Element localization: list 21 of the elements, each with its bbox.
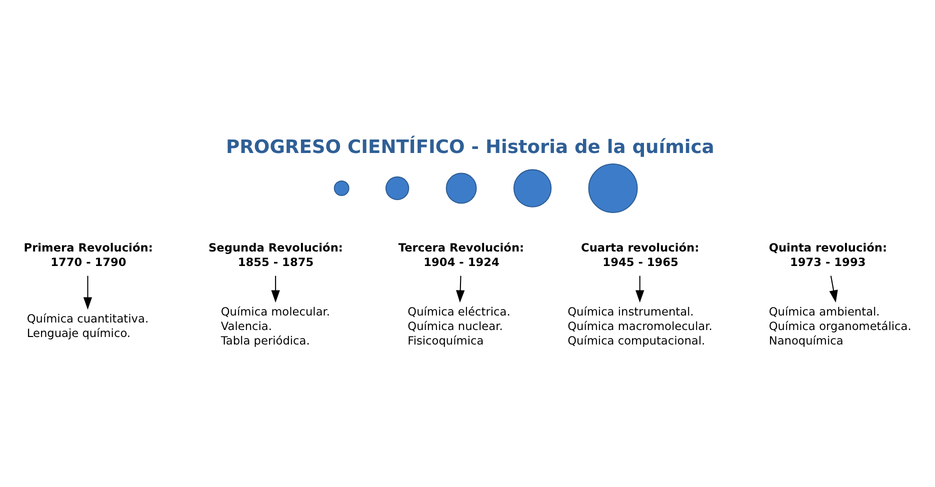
node-text: Química ambiental. Química organometálica. Nanoquímica <box>768 304 912 347</box>
node-text: Química eléctrica. Química nuclear. Fisicoquímica <box>408 304 510 347</box>
node-text: Tercera Revolución: 1904 - 1924 <box>398 240 524 268</box>
node-text: Cuarta revolución: 1945 - 1965 <box>581 240 700 268</box>
node-text: Segunda Revolución: 1855 - 1875 <box>208 240 343 268</box>
node-text: Química molecular. Valencia. Tabla periódica. <box>220 304 330 347</box>
arrow <box>83 275 92 310</box>
node-text: Primera Revolución: 1770 - 1790 <box>24 240 153 268</box>
node-circle <box>513 168 552 207</box>
node-text: Química instrumental. Química macromolecular. Química computacional. <box>568 304 712 347</box>
arrow <box>456 275 465 302</box>
arrow <box>636 275 644 302</box>
node-circle <box>588 163 638 213</box>
node-circle <box>334 180 350 196</box>
node-circle <box>385 176 410 200</box>
arrow <box>271 275 280 302</box>
node-text: Química cuantitativa. Lenguaje químico. <box>26 311 149 340</box>
arrow <box>829 275 838 302</box>
node-text: Quinta revolución: 1973 - 1993 <box>768 240 888 268</box>
node-circle <box>446 172 477 204</box>
diagram-title: PROGRESO CIENTÍFICO - Historia de la química <box>226 136 714 158</box>
